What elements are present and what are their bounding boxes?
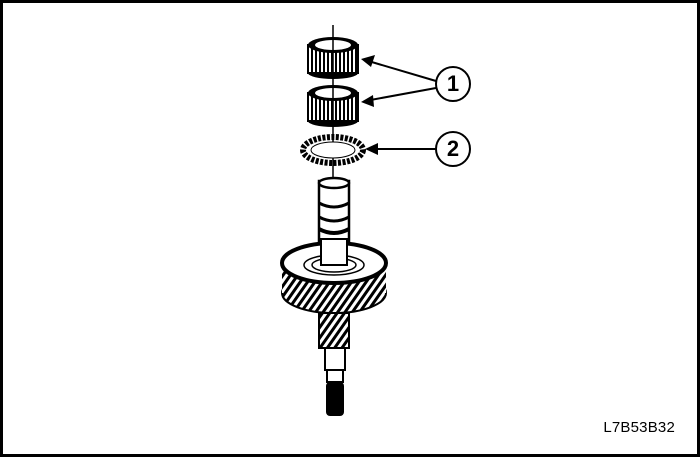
thrust-washer <box>300 134 366 166</box>
pinion-gear <box>318 312 350 349</box>
figure-id-label: L7B53B32 <box>603 419 675 436</box>
bearing-lower <box>307 85 359 127</box>
callout-arrows <box>361 55 437 155</box>
main-gear <box>280 238 388 314</box>
bearing-upper <box>307 37 359 79</box>
callout-1-number: 1 <box>446 71 460 96</box>
callout-2-number: 2 <box>446 136 460 161</box>
callout-2 <box>435 131 471 167</box>
exploded-shaft-illustration <box>280 25 471 416</box>
shaft-lower <box>324 347 346 416</box>
callout-1 <box>435 66 471 102</box>
